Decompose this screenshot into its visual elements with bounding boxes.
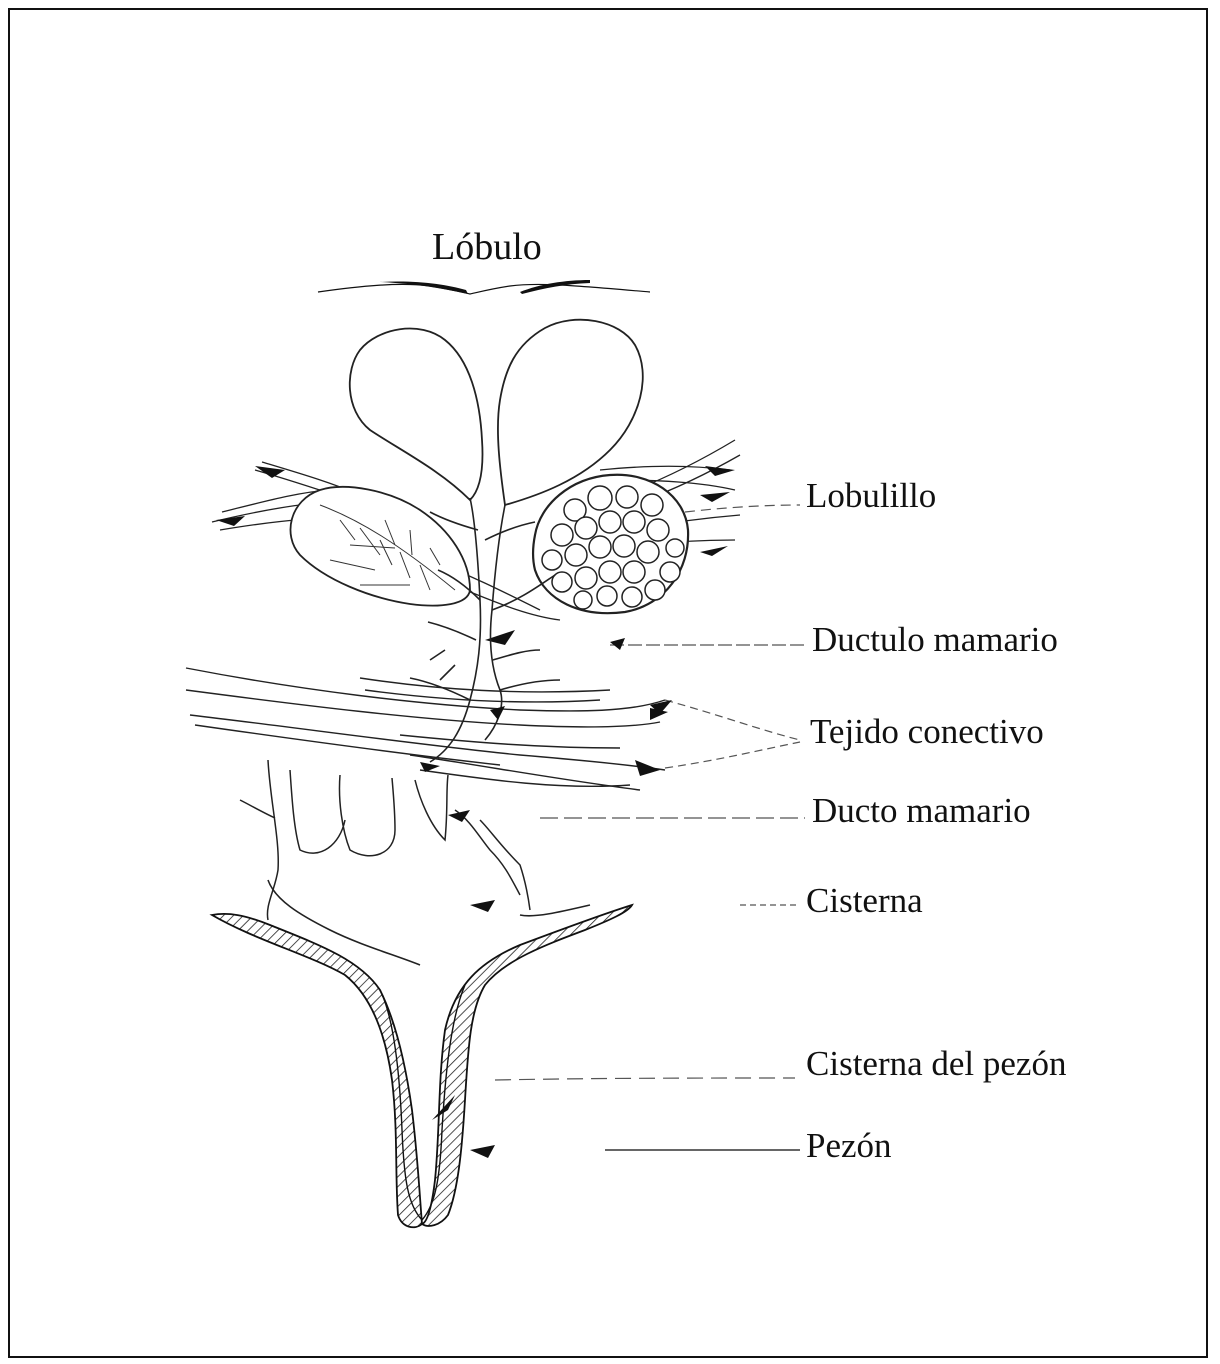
label-ductulo-mamario: Ductulo mamario — [812, 622, 1058, 657]
lobulo-brace — [318, 280, 650, 294]
left-lobulillo — [290, 487, 470, 606]
label-ducto-mamario: Ducto mamario — [812, 793, 1031, 828]
label-lobulillo: Lobulillo — [806, 478, 936, 513]
label-cisterna: Cisterna — [806, 883, 923, 918]
lobulo-title: Lóbulo — [432, 228, 542, 266]
leader-arrowheads — [610, 638, 672, 714]
cisterna-arrow — [470, 900, 495, 912]
ducto-mamario — [240, 760, 530, 920]
right-lobulillo — [533, 475, 688, 613]
teat-wall — [212, 905, 632, 1227]
label-pezon: Pezón — [806, 1128, 892, 1163]
label-cisterna-del-pezon: Cisterna del pezón — [806, 1046, 1066, 1081]
label-tejido-conectivo: Tejido conectivo — [810, 714, 1044, 749]
